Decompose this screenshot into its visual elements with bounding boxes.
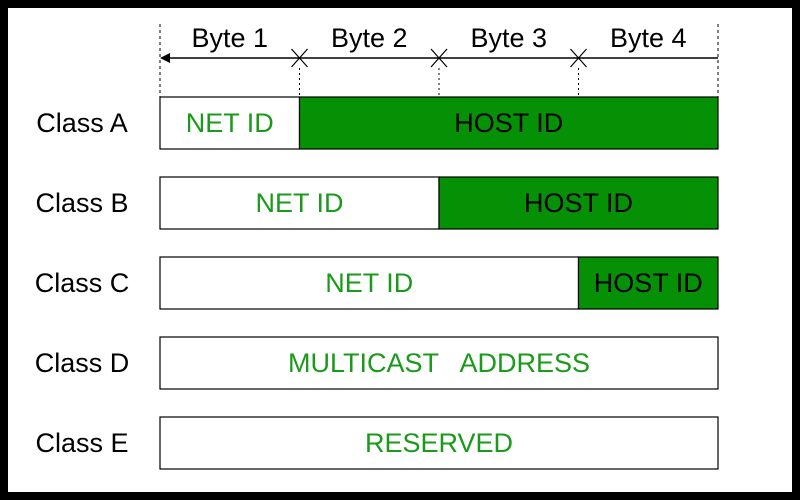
net-id-field — [159, 336, 719, 390]
class-label: Class A — [36, 108, 128, 138]
class-row-class-c: Class C NET ID HOST ID — [35, 256, 719, 310]
byte-label-2: Byte 2 — [331, 23, 408, 53]
class-row-class-b: Class B NET ID HOST ID — [35, 176, 719, 230]
byte-axis-arrowhead — [160, 53, 170, 63]
class-label: Class D — [35, 348, 130, 378]
diagram-canvas: Byte 1 Byte 2 Byte 3 Byte 4 Class A NET ID HO… — [8, 8, 792, 492]
byte-header: Byte 1 Byte 2 Byte 3 Byte 4 — [159, 23, 719, 97]
ip-address-classes-diagram: Byte 1 Byte 2 Byte 3 Byte 4 Class A NET ID HO… — [35, 23, 719, 470]
field-label: NET ID — [186, 108, 274, 138]
host-id-label: HOST ID — [594, 268, 703, 298]
host-id-field — [577, 256, 719, 310]
byte-label-4: Byte 4 — [610, 23, 687, 53]
class-row-class-a: Class A NET ID HOST ID — [36, 96, 719, 150]
field-label: NET ID — [255, 188, 343, 218]
class-row-class-d: Class D MULTICAST ADDRESS — [35, 336, 719, 390]
net-id-field — [159, 256, 580, 310]
field-label: NET ID — [325, 268, 413, 298]
byte-boundary-marker — [570, 48, 587, 97]
class-row-class-e: Class E RESERVED — [35, 416, 719, 470]
host-id-label: HOST ID — [524, 188, 633, 218]
byte-label-1: Byte 1 — [191, 23, 268, 53]
net-id-field — [159, 176, 440, 230]
field-label: RESERVED — [365, 428, 513, 458]
class-rows: Class A NET ID HOST ID Class B NET ID HOST ID… — [35, 96, 719, 470]
byte-boundary-marker — [430, 48, 448, 97]
class-label: Class B — [35, 188, 128, 218]
host-id-label: HOST ID — [454, 108, 563, 138]
field-label: MULTICAST ADDRESS — [288, 348, 590, 378]
byte-boundary-marker — [291, 48, 308, 97]
host-id-field — [438, 176, 719, 230]
class-label: Class E — [35, 428, 128, 458]
net-id-field — [159, 416, 719, 470]
host-id-field — [298, 96, 719, 150]
byte-label-3: Byte 3 — [470, 23, 547, 53]
class-label: Class C — [35, 268, 130, 298]
